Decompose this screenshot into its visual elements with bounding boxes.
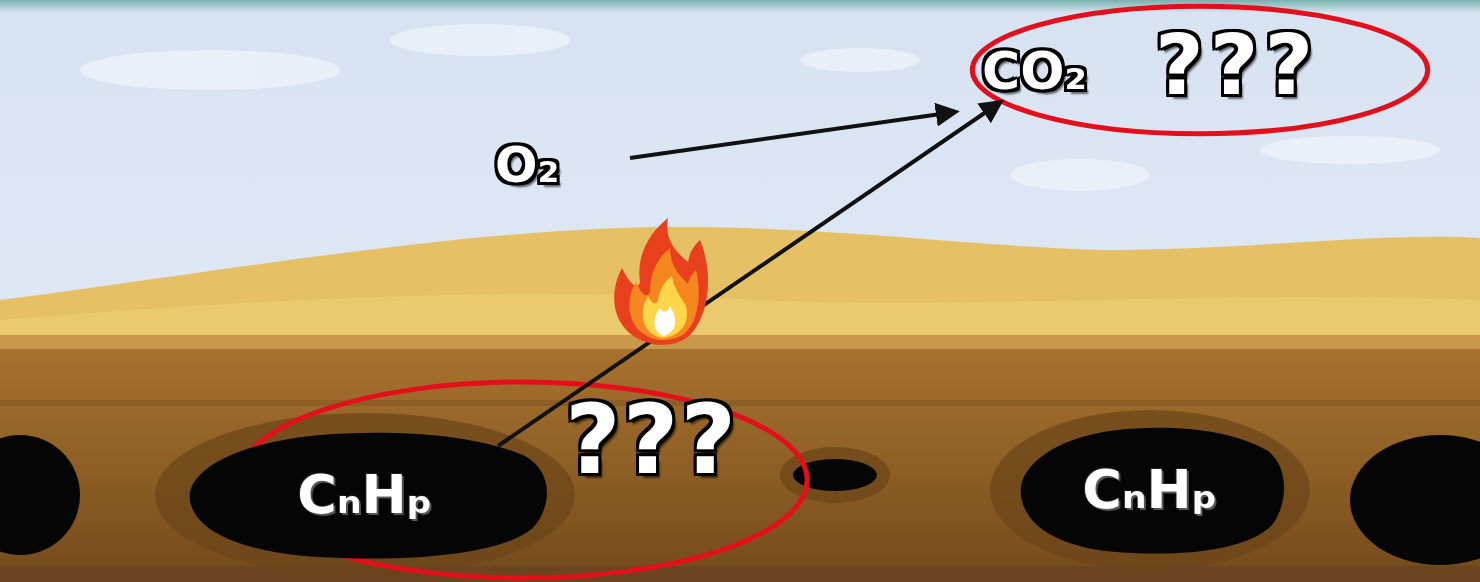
oxygen-arrow [630,112,955,158]
ground [0,349,1480,582]
clouds [80,24,1440,191]
hydrocarbon-pocket: CₙHₚ [1010,420,1290,560]
highlight-group: ???CₙHₚ [235,380,810,580]
formula-text: CO₂ [982,45,1087,97]
formula-text: CₙHₚ [175,468,555,522]
highlight-group: CO₂??? [970,5,1430,135]
question-marks: ??? [1155,23,1319,107]
formula-text: CₙHₚ [1010,463,1290,517]
question-marks: ??? [565,392,738,488]
flame-icon [614,218,708,345]
back-dune [0,227,1480,345]
ground-layer [0,400,1480,406]
ground-top-stripe [0,335,1480,349]
red-ellipse-outline [972,6,1427,133]
formula-label: O₂ [495,140,559,190]
combustion-arrow [498,103,1000,447]
ground-bottom [0,566,1480,582]
